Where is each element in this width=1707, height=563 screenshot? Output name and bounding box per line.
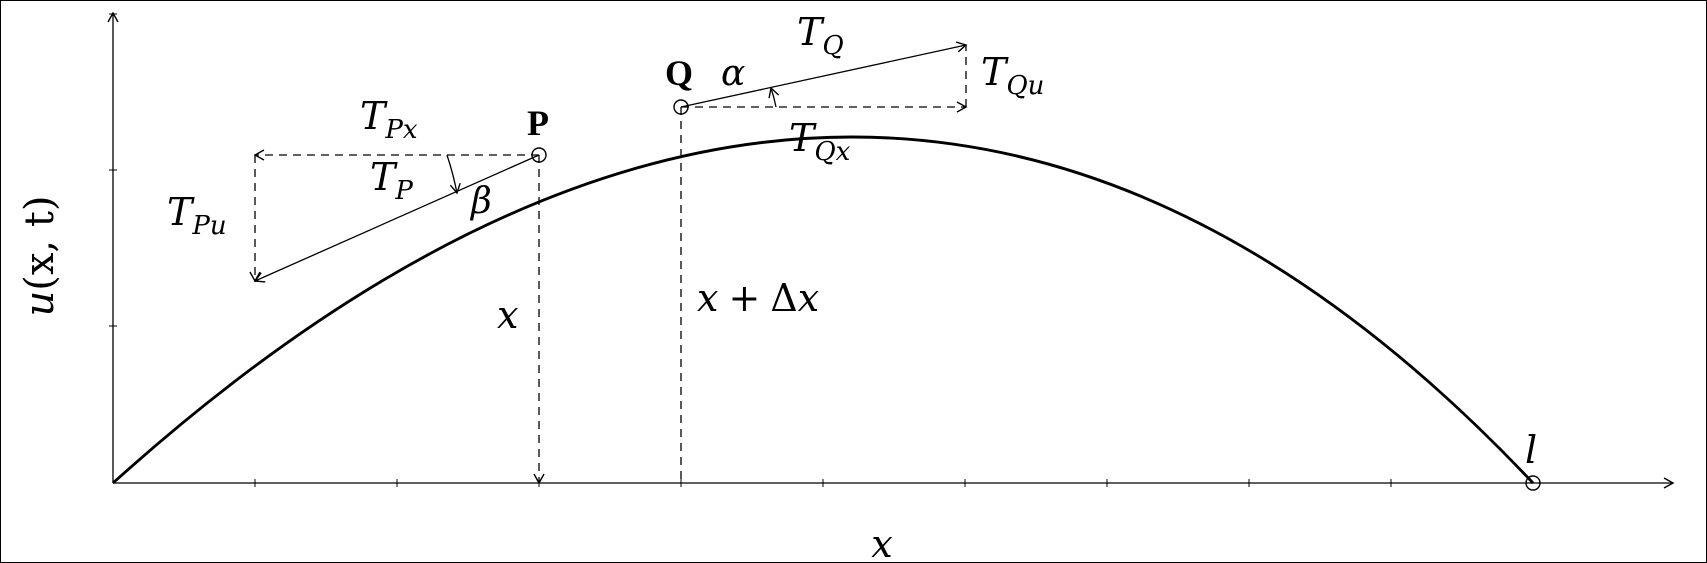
label-p: P (527, 103, 549, 143)
string-curve (112, 135, 1535, 485)
label-tq: TQ (797, 10, 844, 61)
point-q-marker (673, 99, 689, 115)
y-axis-label: u(x, t) (17, 195, 63, 316)
label-beta: β (469, 181, 492, 222)
alpha-angle-arc (768, 86, 780, 108)
label-l: l (1525, 428, 1537, 472)
y-axis-ticks (109, 13, 117, 327)
beta-angle-arc (446, 154, 461, 195)
x-axis-label: x (871, 522, 892, 563)
label-tpx: TPx (360, 94, 418, 145)
label-tqu: TQu (981, 50, 1044, 101)
tq-vector (680, 41, 968, 108)
label-tqx: TQx (789, 116, 851, 167)
label-alpha: α (721, 53, 745, 94)
label-tpu: TPu (167, 190, 227, 241)
label-x-position: x (497, 293, 518, 337)
point-p-marker (531, 147, 547, 163)
label-q: Q (665, 53, 693, 93)
label-x-plus-dx: x+Δx (697, 276, 819, 320)
point-l-marker (1525, 475, 1541, 491)
tp-vector (253, 154, 540, 283)
label-tp: TP (370, 155, 413, 206)
